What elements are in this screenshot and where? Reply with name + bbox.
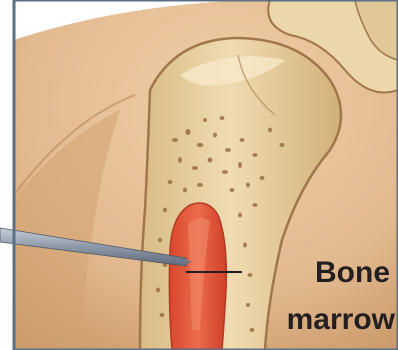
bone-marrow-label-line-1: Bone — [315, 258, 390, 288]
bone-marrow-label-line-2: marrow — [287, 305, 395, 335]
